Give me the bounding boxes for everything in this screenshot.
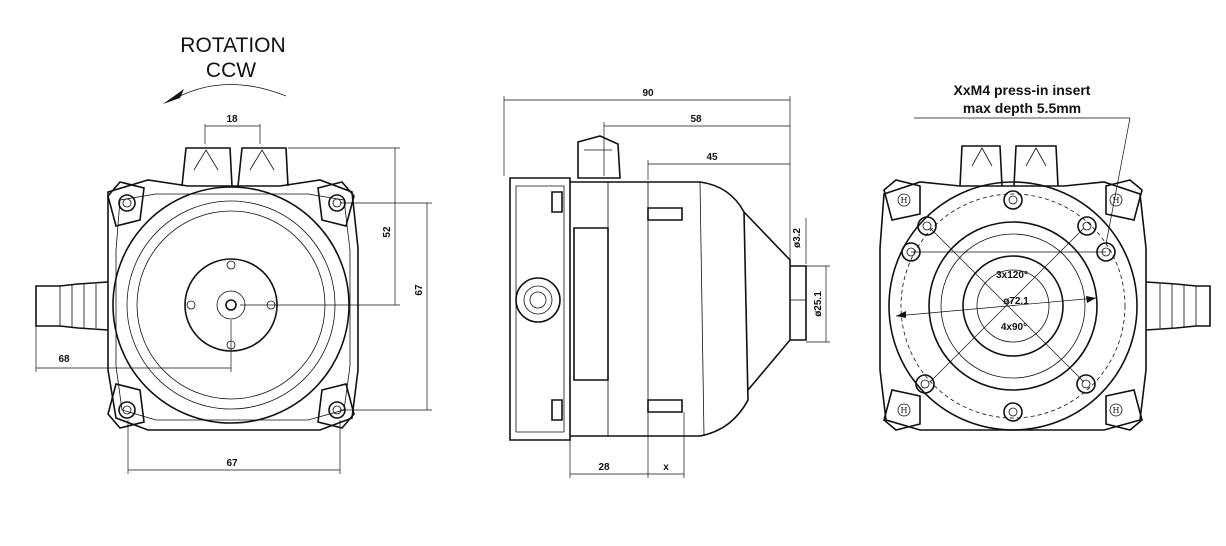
side-flange bbox=[573, 227, 609, 381]
insert-note-line1: XxM4 press-in insert bbox=[954, 82, 1091, 98]
side-connector bbox=[577, 135, 621, 179]
side-shaft bbox=[790, 265, 807, 341]
rotation-arc bbox=[175, 84, 287, 99]
rear-connector-left bbox=[959, 145, 1003, 187]
dim-side-total: 90 bbox=[642, 88, 654, 99]
front-view: ROTATION CCW bbox=[35, 34, 432, 474]
front-hub-hole bbox=[186, 300, 196, 310]
insert-note-line2: max depth 5.5mm bbox=[963, 100, 1081, 116]
h-mark: H bbox=[901, 196, 908, 205]
front-housing-inner bbox=[115, 193, 351, 421]
rear-inner-ring bbox=[928, 221, 1098, 391]
rear-mount-hole bbox=[1077, 216, 1097, 236]
dia-72-label: ø72.1 bbox=[1003, 296, 1029, 307]
side-view: 90 58 45 ø3.2 ø25.1 28 x bbox=[503, 88, 830, 478]
dim-side-hole: ø3.2 bbox=[792, 228, 803, 248]
rear-housing bbox=[879, 181, 1147, 431]
dim-side-x: x bbox=[663, 462, 669, 473]
insert-leader-line bbox=[1105, 117, 1131, 245]
dim-connector-spacing: 18 bbox=[226, 114, 238, 125]
rear-mount-ear bbox=[1105, 389, 1143, 431]
rear-mount-hole bbox=[917, 216, 937, 236]
rear-mount-ear bbox=[883, 389, 921, 431]
dim-side-28: 28 bbox=[598, 462, 610, 473]
rotation-direction: CCW bbox=[206, 59, 256, 82]
rear-connector-right bbox=[1013, 145, 1059, 187]
front-mount-ear bbox=[107, 383, 145, 429]
side-body-shell bbox=[570, 181, 749, 437]
rear-view: XxM4 press-in insert max depth 5.5mm bbox=[879, 82, 1211, 431]
h-mark: H bbox=[901, 406, 908, 415]
rear-mount-hole bbox=[1003, 190, 1023, 210]
rear-mount-ear bbox=[1105, 179, 1143, 221]
rear-mount-ear bbox=[883, 179, 921, 221]
rotation-arrow-icon bbox=[163, 89, 184, 104]
front-mount-ear bbox=[317, 383, 355, 429]
side-cone bbox=[743, 211, 791, 391]
front-connector-left bbox=[181, 147, 233, 187]
angle-120-label: 3x120° bbox=[996, 270, 1028, 281]
front-mount-ear bbox=[107, 181, 145, 227]
dia-72-dimension bbox=[895, 297, 1097, 317]
dim-height-inner: 52 bbox=[382, 226, 393, 238]
rear-outer-ring bbox=[888, 181, 1138, 431]
dim-height-outer: 67 bbox=[414, 284, 425, 296]
angle-90-label: 4x90° bbox=[1001, 322, 1027, 333]
dim-side-45: 45 bbox=[706, 152, 718, 163]
side-cable-gland bbox=[515, 277, 561, 323]
h-mark: H bbox=[1113, 406, 1120, 415]
rear-mount-hole bbox=[1076, 374, 1096, 394]
rear-cable-gland bbox=[1145, 281, 1211, 331]
h-mark: H bbox=[1113, 196, 1120, 205]
rear-mount-hole bbox=[915, 374, 935, 394]
dim-side-58: 58 bbox=[690, 114, 702, 125]
rear-hub bbox=[962, 255, 1064, 357]
rotation-label: ROTATION bbox=[180, 34, 285, 57]
front-mount-ear bbox=[317, 181, 355, 227]
front-connector-right bbox=[237, 147, 289, 187]
dim-cable-offset: 68 bbox=[58, 354, 70, 365]
front-hub-hole bbox=[226, 260, 236, 270]
front-housing bbox=[107, 179, 359, 431]
dim-front-width: 67 bbox=[226, 458, 238, 469]
dim-side-shaft: ø25.1 bbox=[813, 291, 824, 317]
rear-mount-hole bbox=[1003, 402, 1023, 422]
